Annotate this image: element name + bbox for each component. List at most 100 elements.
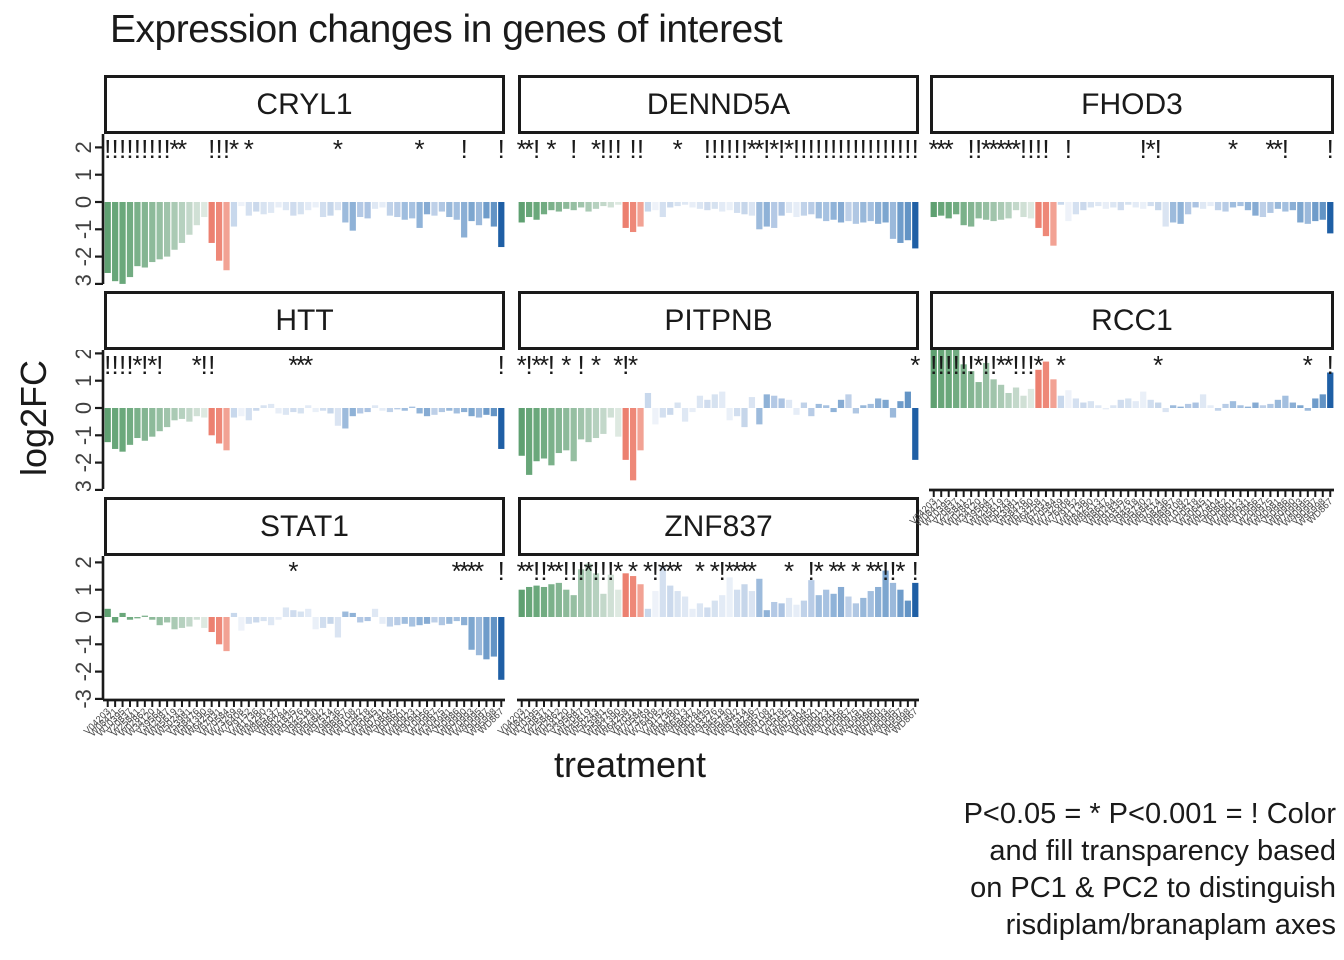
bar [1199,394,1207,408]
significance-mark: * [1004,350,1014,380]
bar [215,408,223,444]
significance-mark: * [628,556,638,586]
significance-mark: ! [800,134,807,164]
facet-strip-pitpnb: PITPNB [518,291,919,350]
bar [409,406,416,408]
significance-mark: ! [223,134,230,164]
bar [267,202,275,213]
significance-mark: ! [119,350,126,380]
bar [945,350,952,408]
bar [1065,390,1072,408]
significance-mark: ! [111,134,118,164]
facet-panel-dennd5a: **!*!*!!!!!*!!!!!!**!*!*!!!!!!!!!!!!!!!!… [517,134,919,249]
y-tick-label: -2 [71,453,96,473]
bar [1207,202,1214,207]
bar [1147,399,1154,408]
bar [1252,402,1259,408]
bar [1244,406,1252,408]
bar [438,617,445,626]
bar [808,580,815,617]
bar [401,617,408,624]
facet-strip-label: RCC1 [1091,303,1173,337]
caption-line: P<0.05 = * P<0.001 = ! Color [963,798,1336,830]
bar [186,202,193,235]
facet-strip-fhod3: FHOD3 [930,75,1334,134]
bar [208,202,215,243]
bar [312,408,319,413]
bar [119,612,126,617]
significance-mark: * [974,350,984,380]
bar [1095,202,1102,207]
bar [1057,395,1065,409]
bar [823,202,830,222]
significance-mark: ! [111,350,118,380]
bar [260,405,267,408]
bar [468,408,475,417]
significance-mark: * [1303,350,1313,380]
bar [126,202,134,278]
significance-mark: ! [1065,134,1072,164]
bar [357,617,364,623]
bar [1297,202,1304,223]
significance-mark: ! [548,350,555,380]
bar [930,202,937,218]
bar [889,408,897,418]
bar [134,202,141,267]
bar [409,202,416,219]
bar [290,610,297,617]
bar [652,202,659,211]
bar [990,379,997,408]
bar [953,350,960,408]
y-tick-label: -2 [71,662,96,682]
significance-mark: * [532,350,542,380]
significance-mark: ! [1035,134,1042,164]
bars-group [518,563,919,618]
significance-mark: ! [1327,134,1334,164]
bar [882,202,889,223]
bar [1177,202,1184,224]
y-tick-label: -3 [71,274,96,286]
bar [548,408,555,466]
bar [327,408,334,414]
bar [401,202,408,220]
bar [1184,202,1192,215]
bar [823,405,830,408]
bar [1289,402,1296,408]
bar [453,617,460,622]
bar [615,202,622,205]
bar [867,403,874,408]
significance-mark: ! [719,556,726,586]
bar [852,603,859,617]
significance-mark: * [452,556,462,586]
bar [319,408,327,411]
bar [156,617,163,626]
significance-mark: * [929,134,939,164]
bar [141,408,148,441]
bar [689,202,696,208]
bar [990,202,997,222]
bar [837,399,845,408]
bar [394,202,401,218]
bar [319,202,327,218]
bar [748,591,756,617]
significance-mark: * [747,556,757,586]
bar [267,403,275,408]
bar [126,617,134,620]
bar [771,395,778,409]
bar [1312,398,1319,408]
bar [726,408,733,421]
bar [1080,202,1087,211]
bar [1289,202,1296,211]
bar [394,617,401,626]
bar [349,202,356,231]
bar [1132,401,1139,408]
bar [719,202,726,212]
bar [867,591,874,617]
bar [578,202,585,208]
bar [282,202,290,211]
y-tick-label: 0 [71,196,96,208]
bar [334,617,342,638]
bar [178,408,186,419]
bar [622,408,629,460]
significance-mark: * [192,350,202,380]
